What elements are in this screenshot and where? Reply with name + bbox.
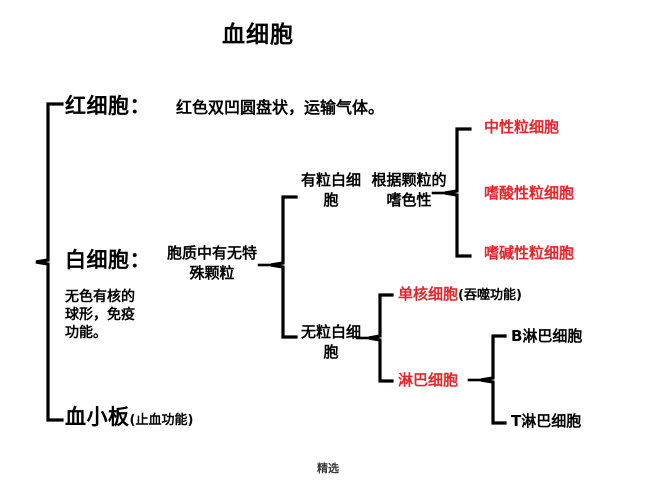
node-leukocyte-description: 无色有核的球形，免疫功能。: [65, 289, 135, 342]
node-leukocyte-criterion: 胞质中有无特殊颗粒: [166, 244, 257, 283]
footer-text: 精选: [317, 462, 339, 475]
main-brace: [35, 102, 64, 422]
node-platelet-function: (止血功能): [129, 413, 194, 428]
node-agranulocyte-label: 无粒白细胞: [301, 323, 362, 362]
node-granulocyte-label: 有粒白细胞: [301, 171, 362, 210]
node-monocyte: 单核细胞(吞噬功能): [398, 285, 522, 304]
node-erythrocyte-description: 红色双凹圆盘状，运输气体。: [176, 98, 385, 117]
node-erythrocyte-label: 红细胞：: [65, 94, 151, 118]
node-monocyte-label: 单核细胞: [398, 285, 459, 303]
node-t-lymphocyte-label: T淋巴细胞: [511, 412, 582, 430]
node-b-lymphocyte-label: B淋巴细胞: [511, 327, 583, 345]
page-title: 血细胞: [222, 22, 294, 48]
node-neutrophil-label: 中性粒细胞: [484, 118, 560, 136]
node-eosinophil-label: 嗜酸性粒细胞: [484, 184, 575, 202]
agranulocyte-brace: [368, 293, 394, 383]
node-lymphocyte-label: 淋巴细胞: [398, 371, 459, 389]
node-platelet: 血小板(止血功能): [65, 405, 193, 430]
granulocyte-brace: [444, 127, 472, 258]
node-basophil-label: 嗜碱性粒细胞: [484, 244, 575, 262]
node-monocyte-function: (吞噬功能): [458, 288, 522, 303]
node-granulocyte-criterion: 根据颗粒的嗜色性: [371, 171, 447, 210]
lymphocyte-brace: [480, 334, 507, 425]
node-platelet-label: 血小板: [65, 405, 130, 429]
node-leukocyte-label: 白细胞：: [65, 248, 151, 272]
leukocyte-brace: [270, 195, 298, 339]
